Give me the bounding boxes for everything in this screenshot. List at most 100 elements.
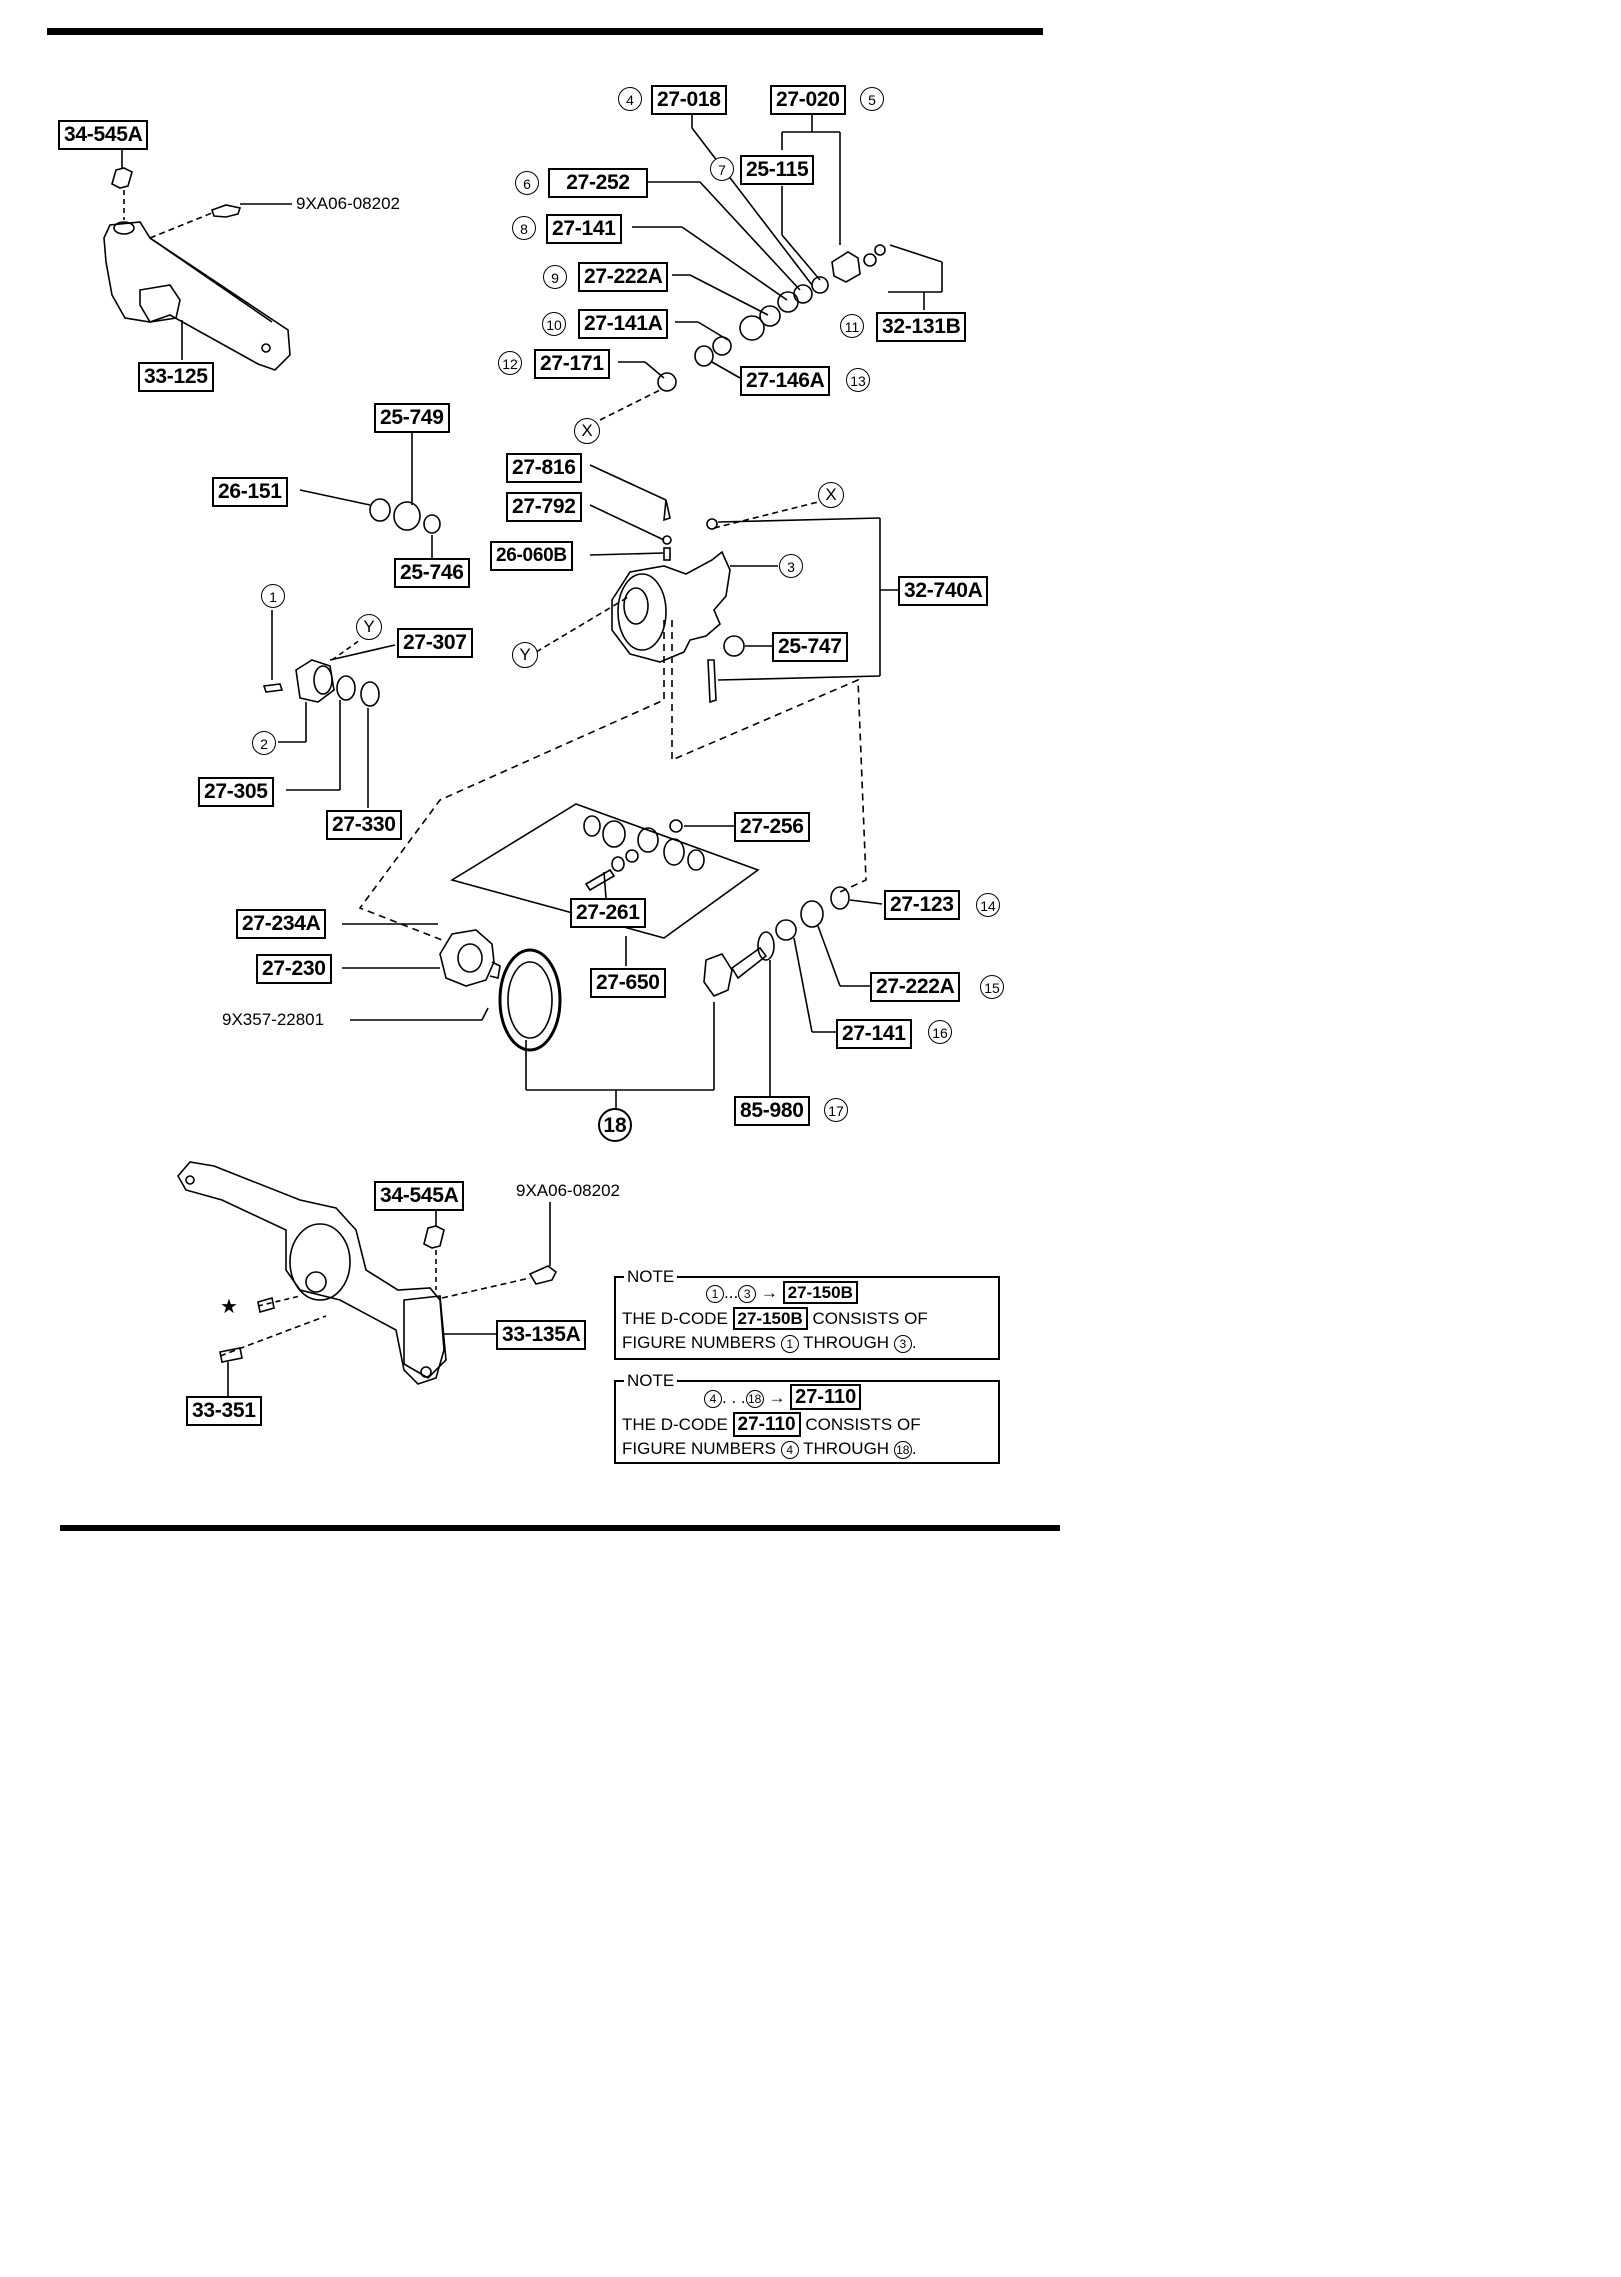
crossmember-lower bbox=[177, 1161, 447, 1385]
connector-marker-x-lower: X bbox=[818, 482, 844, 508]
part-label-85-980: 85-980 bbox=[734, 1096, 810, 1126]
note-line3-ref-a: 4 bbox=[780, 1440, 799, 1459]
note-line3-prefix: FIGURE NUMBERS bbox=[622, 1439, 776, 1458]
mount-bushing-lower bbox=[423, 1225, 445, 1249]
note-box-27-110: NOTE 4. . .18 → 27-110 THE D-CODE 27-110… bbox=[614, 1370, 1000, 1464]
part-label-27-792: 27-792 bbox=[506, 492, 582, 522]
part-label-27-650: 27-650 bbox=[590, 968, 666, 998]
ref-number-16: 16 bbox=[928, 1020, 952, 1044]
ref-number-2: 2 bbox=[252, 731, 276, 755]
note-line3-ref-b: 3 bbox=[893, 1334, 912, 1353]
ref-number-13: 13 bbox=[846, 368, 870, 392]
note-line2-suffix: CONSISTS OF bbox=[805, 1415, 921, 1434]
part-label-25-747: 25-747 bbox=[772, 632, 848, 662]
note-ref-start: 1 bbox=[706, 1284, 724, 1303]
part-label-27-230: 27-230 bbox=[256, 954, 332, 984]
part-label-27-123: 27-123 bbox=[884, 890, 960, 920]
top-rule bbox=[47, 28, 1043, 35]
ref-number-15: 15 bbox=[980, 975, 1004, 999]
note-line2-suffix: CONSISTS OF bbox=[812, 1309, 928, 1328]
note-line2-prefix: THE D-CODE bbox=[622, 1309, 728, 1328]
exploded-view-drawing bbox=[103, 112, 943, 1398]
part-label-33-125: 33-125 bbox=[138, 362, 214, 392]
part-label-27-307: 27-307 bbox=[397, 628, 473, 658]
part-label-33-351: 33-351 bbox=[186, 1396, 262, 1426]
ref-number-7: 7 bbox=[710, 157, 734, 181]
ring-gear bbox=[498, 948, 562, 1052]
ref-number-1: 1 bbox=[261, 584, 285, 608]
part-label-34-545A-upper: 34-545A bbox=[58, 120, 149, 150]
arrow-right-icon: → bbox=[760, 1283, 778, 1302]
part-label-9X357-22801: 9X357-22801 bbox=[222, 1010, 325, 1029]
part-label-32-131B: 32-131B bbox=[876, 312, 967, 342]
connector-marker-y-upper: Y bbox=[356, 614, 382, 640]
ref-number-10: 10 bbox=[542, 312, 566, 336]
note-range-dots: . . . bbox=[722, 1388, 746, 1407]
note-ref-end: 18 bbox=[745, 1389, 764, 1408]
pinion-parts-upper bbox=[657, 244, 886, 392]
ref-number-5: 5 bbox=[860, 87, 884, 111]
ref-number-11: 11 bbox=[840, 314, 864, 338]
part-label-9XA06-08202-upper: 9XA06-08202 bbox=[296, 194, 400, 213]
note-line3-ref-b: 18 bbox=[893, 1440, 912, 1459]
part-label-27-171: 27-171 bbox=[534, 349, 610, 379]
ref-number-6: 6 bbox=[515, 171, 539, 195]
star-icon: ★ bbox=[220, 1296, 238, 1318]
ref-number-3: 3 bbox=[779, 554, 803, 578]
part-label-9XA06-08202-lower: 9XA06-08202 bbox=[516, 1181, 620, 1200]
mount-bracket-upper bbox=[103, 221, 291, 371]
side-bearing-parts bbox=[262, 659, 380, 707]
ref-number-4: 4 bbox=[618, 87, 642, 111]
part-label-27-020: 27-020 bbox=[770, 85, 846, 115]
part-label-27-261: 27-261 bbox=[570, 898, 646, 928]
part-label-27-141-upper: 27-141 bbox=[546, 214, 622, 244]
seal-parts bbox=[369, 498, 441, 534]
ref-number-14: 14 bbox=[976, 893, 1000, 917]
note-line3-through: THROUGH bbox=[803, 1439, 890, 1458]
note-dcode: 27-150B bbox=[782, 1281, 858, 1304]
note-line3-end: . bbox=[911, 1333, 917, 1352]
note-ref-end: 3 bbox=[738, 1284, 757, 1303]
note-line3-prefix: FIGURE NUMBERS bbox=[622, 1333, 776, 1352]
part-label-27-234A: 27-234A bbox=[236, 909, 327, 939]
part-label-27-816: 27-816 bbox=[506, 453, 582, 483]
part-label-26-060B: 26-060B bbox=[490, 541, 573, 571]
ref-number-8: 8 bbox=[512, 216, 536, 240]
drive-pinion bbox=[703, 886, 850, 997]
gear-set-parts bbox=[583, 815, 705, 892]
part-label-27-146A: 27-146A bbox=[740, 366, 831, 396]
ref-number-17: 17 bbox=[824, 1098, 848, 1122]
arrow-right-icon: → bbox=[768, 1388, 786, 1407]
part-label-34-545A-lower: 34-545A bbox=[374, 1181, 465, 1211]
mount-bushing-upper bbox=[111, 167, 133, 189]
part-label-27-330: 27-330 bbox=[326, 810, 402, 840]
note-line3-end: . bbox=[911, 1439, 917, 1458]
note-range-dots: ... bbox=[724, 1283, 739, 1302]
ref-number-9: 9 bbox=[543, 265, 567, 289]
note-line2-dcode: 27-150B bbox=[732, 1307, 808, 1330]
note-line2-prefix: THE D-CODE bbox=[622, 1415, 728, 1434]
part-label-32-740A: 32-740A bbox=[898, 576, 989, 606]
note-dcode: 27-110 bbox=[790, 1384, 862, 1410]
bottom-rule bbox=[60, 1525, 1060, 1531]
part-label-25-749: 25-749 bbox=[374, 403, 450, 433]
differential-case bbox=[439, 929, 501, 987]
note-box-27-150B: NOTE 1...3 → 27-150B THE D-CODE 27-150B … bbox=[614, 1266, 1000, 1360]
part-label-27-018: 27-018 bbox=[651, 85, 727, 115]
note-line3-ref-a: 1 bbox=[780, 1334, 799, 1353]
note-ref-start: 4 bbox=[704, 1389, 722, 1408]
note-title: NOTE bbox=[624, 1266, 678, 1288]
part-label-27-222A-lower: 27-222A bbox=[870, 972, 961, 1002]
differential-carrier bbox=[611, 499, 745, 704]
connector-marker-x-upper: X bbox=[574, 418, 600, 444]
ref-number-18: 18 bbox=[598, 1108, 632, 1142]
connector-marker-y-lower: Y bbox=[512, 642, 538, 668]
part-label-26-151: 26-151 bbox=[212, 477, 288, 507]
part-label-27-305: 27-305 bbox=[198, 777, 274, 807]
part-label-27-222A-upper: 27-222A bbox=[578, 262, 669, 292]
part-label-25-115: 25-115 bbox=[740, 155, 815, 185]
note-line3-through: THROUGH bbox=[803, 1333, 890, 1352]
part-label-27-256: 27-256 bbox=[734, 812, 810, 842]
part-label-25-746: 25-746 bbox=[394, 558, 470, 588]
part-label-27-141A: 27-141A bbox=[578, 309, 669, 339]
